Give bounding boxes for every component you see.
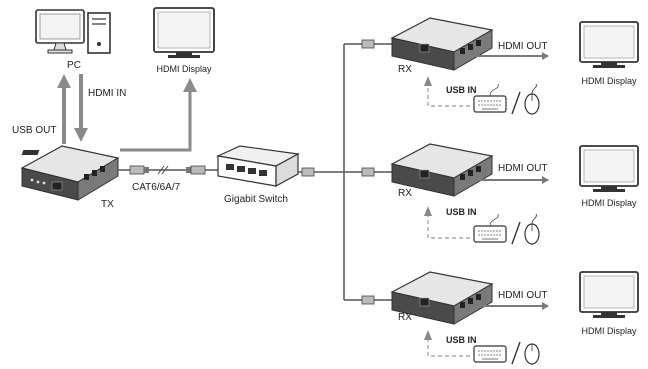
- keyboard-icon: [473, 345, 507, 363]
- pc-icon: [35, 9, 111, 54]
- switch-label: Gigabit Switch: [224, 194, 288, 205]
- mouse-icon: [524, 83, 540, 115]
- usb-in-label: USB IN: [446, 85, 477, 95]
- mouse-icon: [524, 343, 540, 365]
- gigabit-switch-icon: [215, 145, 300, 188]
- rx-device-icon: [390, 143, 494, 197]
- rx-device-icon: [390, 271, 494, 325]
- rx-label: RX: [398, 312, 412, 323]
- hdmi-out-label: HDMI OUT: [498, 41, 547, 52]
- rx-hdmi-display-icon: [579, 271, 639, 318]
- tx-hdmi-display-label: HDMI Display: [156, 64, 212, 74]
- rx-hdmi-display-icon: [579, 21, 639, 68]
- keyboard-icon: [473, 213, 507, 243]
- pc-tx-arrows: [57, 74, 88, 144]
- rx-row-2: RX HDMI OUT HDMI Display USB IN: [390, 143, 639, 245]
- rx-row-1: RX HDMI OUT HDMI Display USB IN: [390, 17, 639, 115]
- rx-label: RX: [398, 188, 412, 199]
- rx-hdmi-display-label: HDMI Display: [581, 76, 637, 86]
- rx-row-3: RX HDMI OUT HDMI Display USB IN: [390, 271, 639, 365]
- keyboard-icon: [473, 83, 507, 113]
- usb-in-label: USB IN: [446, 207, 477, 217]
- pc-label: PC: [67, 60, 81, 71]
- rx-hdmi-display-label: HDMI Display: [581, 326, 637, 336]
- rx-hdmi-display-icon: [579, 145, 639, 192]
- tx-switch-cable: [118, 165, 218, 175]
- rx-hdmi-display-label: HDMI Display: [581, 198, 637, 208]
- usb-in-label: USB IN: [446, 335, 477, 345]
- tx-device-icon: [20, 145, 120, 201]
- rx-label: RX: [398, 64, 412, 75]
- usb-out-label: USB OUT: [12, 125, 56, 136]
- tx-local-display-link: [120, 78, 197, 152]
- mouse-icon: [524, 213, 540, 245]
- cable-label: CAT6/6A/7: [132, 182, 181, 193]
- tx-label: TX: [101, 199, 114, 210]
- hdmi-out-label: HDMI OUT: [498, 163, 547, 174]
- switch-rx-cabling: [298, 39, 392, 305]
- tx-hdmi-display-icon: [153, 7, 215, 58]
- hdmi-out-label: HDMI OUT: [498, 290, 547, 301]
- rx-device-icon: [390, 17, 494, 71]
- hdmi-in-label: HDMI IN: [88, 88, 126, 99]
